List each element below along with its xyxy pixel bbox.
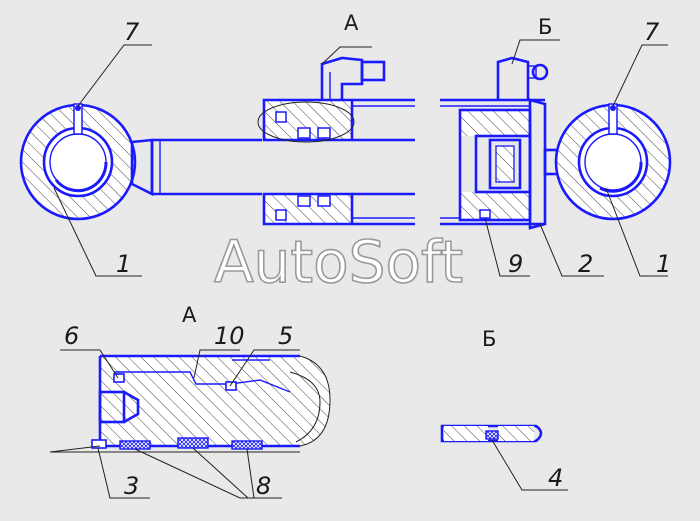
callout-2: 2	[578, 250, 593, 278]
callout-10: 10	[214, 322, 245, 350]
piston-rod	[130, 138, 415, 197]
callout-4: 4	[548, 464, 563, 492]
callout-8: 8	[256, 472, 271, 500]
detail-b-title: Б	[482, 327, 496, 351]
callout-5: 5	[278, 322, 293, 350]
callout-9: 9	[508, 250, 523, 278]
rod-gland-section	[257, 56, 415, 226]
section-b-label: Б	[538, 15, 552, 39]
section-a-label: А	[344, 11, 359, 35]
callout-6: 6	[64, 322, 79, 350]
callout-7-right: 7	[644, 18, 660, 46]
cylinder-barrel	[440, 56, 561, 230]
callout-7-left: 7	[124, 18, 140, 46]
callout-1-right: 1	[656, 250, 671, 278]
left-eye-bushing	[19, 103, 137, 221]
callout-1-left: 1	[116, 250, 131, 278]
detail-a-section	[49, 354, 331, 453]
detail-a-title: А	[182, 303, 197, 327]
callout-3: 3	[124, 472, 139, 500]
watermark-logo: AutoSoft	[214, 228, 463, 296]
right-eye-bushing	[554, 103, 672, 221]
detail-b-section	[440, 424, 543, 443]
leader-lines	[53, 39, 668, 499]
